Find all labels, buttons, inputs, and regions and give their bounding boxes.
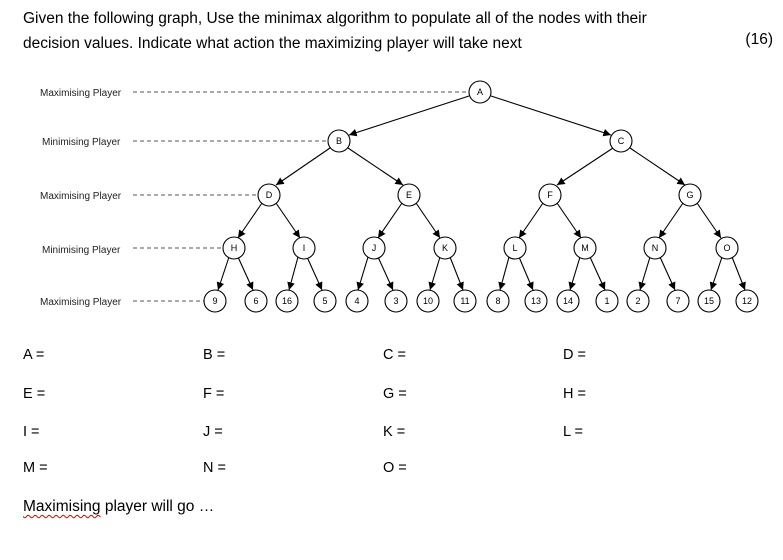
answer-J: J =: [203, 424, 223, 440]
minimax-tree-diagram: Maximising Player Minimising Player Maxi…: [40, 80, 759, 313]
spellcheck-word: Maximising: [23, 498, 101, 515]
node-E: E: [397, 183, 421, 207]
level-label-2: Minimising Player: [42, 137, 121, 148]
svg-text:C: C: [618, 136, 625, 146]
node-O: O: [715, 236, 739, 260]
answer-O: O =: [383, 460, 407, 476]
node-L: L: [503, 236, 527, 260]
answer-F: F =: [203, 386, 225, 402]
answer-I: I =: [23, 424, 40, 440]
answer-E: E =: [23, 386, 46, 402]
svg-text:D: D: [266, 190, 273, 200]
svg-text:7: 7: [675, 296, 680, 306]
leaf-node-3: 16: [275, 289, 299, 313]
leaf-node-1: 9: [203, 289, 227, 313]
question-text: Given the following graph, Use the minim…: [23, 6, 713, 56]
node-F: F: [538, 183, 562, 207]
leaf-node-13: 2: [626, 289, 650, 313]
node-C: C: [609, 129, 633, 153]
node-A: A: [468, 80, 492, 104]
svg-text:N: N: [652, 243, 659, 253]
leaf-node-4: 5: [313, 289, 337, 313]
svg-text:F: F: [547, 190, 553, 200]
leaf-node-16: 12: [735, 289, 759, 313]
svg-text:I: I: [303, 243, 306, 253]
svg-text:13: 13: [531, 296, 541, 306]
svg-text:B: B: [336, 136, 342, 146]
leaf-node-8: 11: [453, 289, 477, 313]
leaf-node-12: 1: [595, 289, 619, 313]
node-H: H: [222, 236, 246, 260]
svg-text:1: 1: [604, 296, 609, 306]
level-label-5: Maximising Player: [40, 297, 122, 308]
answer-H: H =: [563, 386, 586, 402]
level-guide-lines: [133, 91, 469, 302]
answer-B: B =: [203, 347, 226, 363]
svg-text:8: 8: [495, 296, 500, 306]
answer-C: C =: [383, 347, 406, 363]
level-label-4: Minimising Player: [42, 245, 121, 256]
answer-N: N =: [203, 460, 226, 476]
leaf-node-7: 10: [416, 289, 440, 313]
node-M: M: [573, 236, 597, 260]
leaf-node-5: 4: [345, 289, 369, 313]
tree-edges: [216, 95, 746, 291]
leaf-node-6: 3: [384, 289, 408, 313]
question-line-1: Given the following graph, Use the minim…: [23, 10, 647, 27]
marks-label: (16): [745, 31, 773, 48]
answer-D: D =: [563, 347, 586, 363]
answer-A: A =: [23, 347, 45, 363]
svg-text:H: H: [231, 243, 238, 253]
svg-text:G: G: [686, 190, 693, 200]
level-label-3: Maximising Player: [40, 191, 122, 202]
svg-text:A: A: [477, 87, 483, 97]
answer-M: M =: [23, 460, 48, 476]
svg-text:6: 6: [253, 296, 258, 306]
svg-text:L: L: [512, 243, 517, 253]
svg-text:3: 3: [393, 296, 398, 306]
svg-text:11: 11: [460, 296, 469, 306]
answer-G: G =: [383, 386, 407, 402]
svg-text:2: 2: [635, 296, 640, 306]
node-K: K: [433, 236, 457, 260]
svg-text:4: 4: [354, 296, 359, 306]
svg-text:10: 10: [423, 296, 433, 306]
node-I: I: [292, 236, 316, 260]
leaf-node-14: 7: [666, 289, 690, 313]
answer-K: K =: [383, 424, 406, 440]
node-B: B: [327, 129, 351, 153]
leaf-node-11: 14: [556, 289, 580, 313]
leaf-node-10: 13: [524, 289, 548, 313]
svg-text:E: E: [406, 190, 412, 200]
svg-text:16: 16: [282, 296, 292, 306]
svg-text:J: J: [372, 243, 377, 253]
svg-text:14: 14: [563, 296, 573, 306]
svg-text:O: O: [723, 243, 730, 253]
svg-text:12: 12: [742, 296, 752, 306]
svg-text:K: K: [442, 243, 448, 253]
svg-text:M: M: [581, 243, 589, 253]
answer-L: L =: [563, 424, 584, 440]
svg-text:9: 9: [212, 296, 217, 306]
leaf-node-2: 6: [244, 289, 268, 313]
node-J: J: [362, 236, 386, 260]
leaf-node-15: 15: [697, 289, 721, 313]
svg-text:5: 5: [322, 296, 327, 306]
svg-text:15: 15: [704, 296, 714, 306]
final-answer-line: Maximising player will go …: [23, 498, 214, 516]
question-line-2: decision values. Indicate what action th…: [23, 35, 522, 52]
final-answer-rest: player will go …: [100, 498, 215, 515]
node-D: D: [257, 183, 281, 207]
node-N: N: [643, 236, 667, 260]
node-G: G: [678, 183, 702, 207]
leaf-node-9: 8: [486, 289, 510, 313]
level-label-1: Maximising Player: [40, 88, 122, 99]
